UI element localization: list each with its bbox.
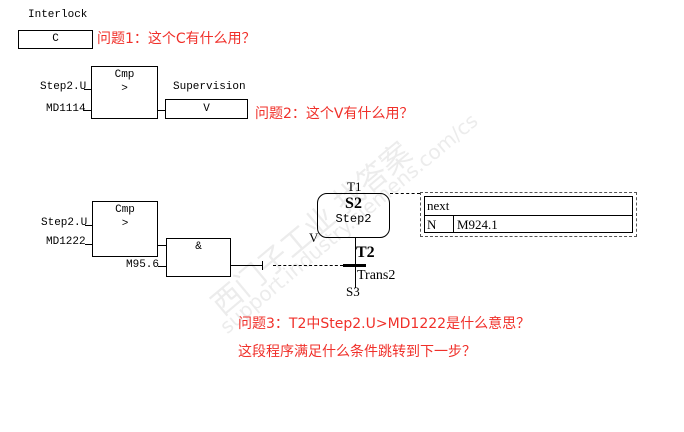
input-m95-6: M95.6 — [126, 259, 160, 271]
prev-transition-label: T1 — [347, 179, 362, 194]
interlock-value: C — [52, 33, 59, 45]
cmp-block-2[interactable]: Cmp > — [92, 201, 158, 257]
supervision-mark: V — [309, 230, 319, 245]
cmp-operator: > — [121, 83, 128, 95]
step-number: S2 — [345, 195, 362, 212]
action-header: next — [425, 197, 632, 216]
supervision-label: Supervision — [173, 81, 246, 93]
input-step2-u: Step2.U — [41, 217, 88, 229]
cmp-block-1[interactable]: Cmp > — [91, 66, 158, 119]
interlock-label: Interlock — [28, 9, 88, 21]
and-label: & — [195, 241, 202, 253]
transition-t2[interactable]: T2 — [356, 244, 375, 261]
input-md1222: MD1222 — [46, 236, 86, 248]
cmp-operator: > — [121, 218, 129, 230]
input-step2-u: Step2.U — [40, 81, 87, 93]
cmp-label: Cmp — [115, 204, 135, 216]
action-qualifier: N — [425, 216, 454, 233]
question-3: 问题3：T2中Step2.U>MD1222是什么意思？ — [238, 316, 531, 332]
supervision-value: V — [203, 103, 210, 115]
supervision-box[interactable]: V — [165, 99, 248, 119]
cmp-label: Cmp — [114, 69, 135, 81]
transition-name: Trans2 — [357, 268, 396, 283]
question-3-line-2: 这段程序满足什么条件跳转到下一步？ — [238, 344, 476, 360]
and-block[interactable]: & — [166, 238, 231, 277]
question-1: 问题1：这个C有什么用？ — [97, 31, 256, 47]
action-operand: M924.1 — [457, 217, 498, 232]
input-md1114: MD1114 — [46, 103, 86, 115]
step-name: Step2 — [335, 212, 372, 226]
action-block[interactable]: next N M924.1 — [420, 192, 637, 237]
question-2: 问题2：这个V有什么用？ — [255, 106, 414, 122]
next-step-label: S3 — [346, 284, 360, 299]
interlock-box[interactable]: C — [18, 30, 93, 49]
step-s2[interactable]: S2 Step2 — [317, 193, 390, 238]
